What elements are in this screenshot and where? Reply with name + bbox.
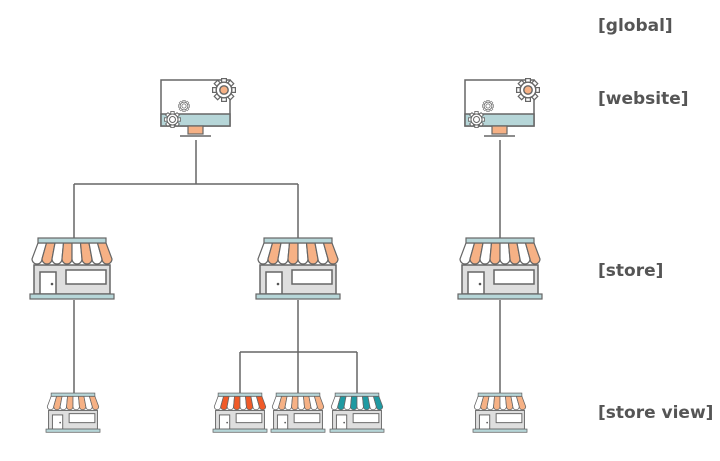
connector-store2-views xyxy=(239,300,358,393)
store-icon xyxy=(29,237,115,300)
label-website: [website] xyxy=(598,89,689,109)
store-view-icon xyxy=(270,392,326,433)
store-icon xyxy=(457,237,543,300)
website-monitor-icon xyxy=(161,79,235,136)
store-view-icon-teal xyxy=(329,392,385,433)
store-view-icon-red xyxy=(212,392,268,433)
store-view-icon xyxy=(472,392,528,433)
website-monitor-icon xyxy=(465,79,539,136)
connector-lines xyxy=(73,140,501,393)
label-store-view: [store view] xyxy=(598,403,714,423)
store-view-icon xyxy=(45,392,101,433)
store-icon xyxy=(255,237,341,300)
label-store: [store] xyxy=(598,261,664,281)
connector-website1-stores xyxy=(73,140,299,238)
label-global: [global] xyxy=(598,16,673,36)
